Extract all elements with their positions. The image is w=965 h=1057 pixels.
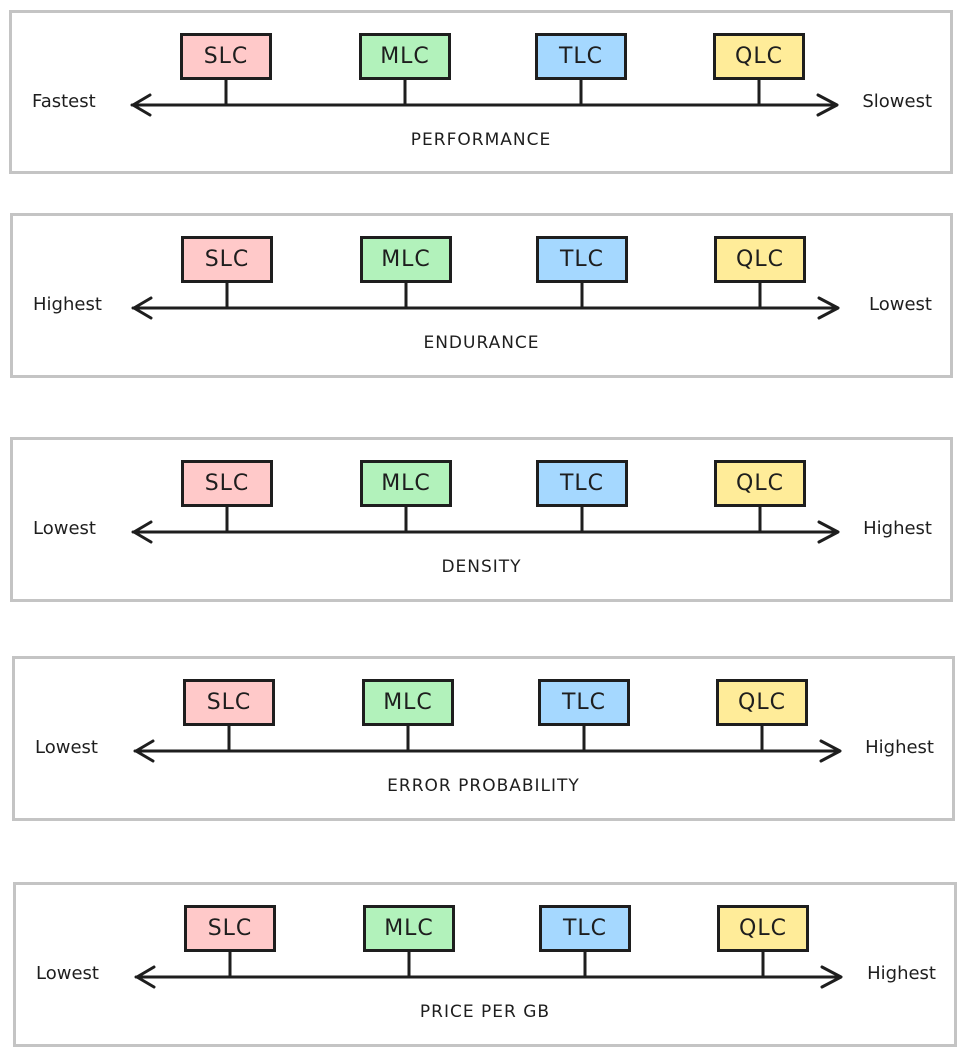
tlc-label: TLC [559, 471, 605, 496]
qlc-box: QLC [714, 460, 806, 507]
density-axis [131, 507, 840, 544]
scale-title: PRICE PER GB [419, 1002, 551, 1022]
mlc-label: MLC [381, 471, 431, 496]
qlc-box: QLC [717, 905, 809, 952]
tlc-label: TLC [559, 247, 605, 272]
tlc-label: TLC [562, 916, 608, 941]
scale-title: ENDURANCE [423, 333, 540, 353]
slc-label: SLC [204, 471, 250, 496]
tlc-box: TLC [539, 905, 631, 952]
density-scale-panel: SLC MLC TLC QLC Lowest Highest DENSITY [10, 437, 953, 602]
left-end-label: Lowest [33, 518, 96, 539]
qlc-label: QLC [738, 690, 786, 715]
left-arrowhead-icon [135, 965, 156, 989]
left-end-label: Fastest [32, 91, 96, 112]
price-per-gb-axis [134, 952, 843, 989]
mlc-label: MLC [383, 690, 433, 715]
right-arrowhead-icon [819, 739, 842, 763]
slc-label: SLC [203, 44, 249, 69]
qlc-box: QLC [713, 33, 805, 80]
left-end-label: Highest [33, 294, 102, 315]
right-end-label: Highest [863, 518, 932, 539]
qlc-label: QLC [736, 471, 784, 496]
mlc-box: MLC [360, 236, 452, 283]
mlc-label: MLC [384, 916, 434, 941]
error-probability-axis [133, 726, 842, 763]
mlc-box: MLC [362, 679, 454, 726]
left-arrowhead-icon [131, 93, 152, 117]
mlc-label: MLC [380, 44, 430, 69]
qlc-box: QLC [716, 679, 808, 726]
left-end-label: Lowest [35, 737, 98, 758]
left-arrowhead-icon [132, 520, 153, 544]
slc-label: SLC [206, 690, 252, 715]
qlc-label: QLC [739, 916, 787, 941]
tlc-label: TLC [558, 44, 604, 69]
endurance-scale-panel: SLC MLC TLC QLC Highest Lowest ENDURANCE [10, 213, 953, 378]
right-end-label: Highest [865, 737, 934, 758]
mlc-box: MLC [363, 905, 455, 952]
right-arrowhead-icon [816, 93, 839, 117]
right-end-label: Slowest [862, 91, 932, 112]
slc-box: SLC [184, 905, 276, 952]
slc-box: SLC [181, 236, 273, 283]
scale-title: DENSITY [441, 557, 522, 577]
slc-label: SLC [204, 247, 250, 272]
scale-title: PERFORMANCE [410, 130, 552, 150]
tlc-box: TLC [536, 236, 628, 283]
tlc-box: TLC [538, 679, 630, 726]
tlc-label: TLC [561, 690, 607, 715]
tlc-box: TLC [535, 33, 627, 80]
qlc-box: QLC [714, 236, 806, 283]
qlc-label: QLC [736, 247, 784, 272]
performance-scale-panel: SLC MLC TLC QLC Fastest Slowest PERFORMA… [9, 10, 953, 174]
left-end-label: Lowest [36, 963, 99, 984]
mlc-label: MLC [381, 247, 431, 272]
performance-axis [130, 80, 839, 117]
mlc-box: MLC [359, 33, 451, 80]
slc-box: SLC [183, 679, 275, 726]
left-arrowhead-icon [134, 739, 155, 763]
left-arrowhead-icon [132, 296, 153, 320]
mlc-box: MLC [360, 460, 452, 507]
right-arrowhead-icon [817, 520, 840, 544]
right-end-label: Highest [867, 963, 936, 984]
tlc-box: TLC [536, 460, 628, 507]
right-end-label: Lowest [869, 294, 932, 315]
scale-title: ERROR PROBABILITY [387, 776, 580, 796]
error-probability-scale-panel: SLC MLC TLC QLC Lowest Highest ERROR PRO… [12, 656, 955, 821]
qlc-label: QLC [735, 44, 783, 69]
slc-label: SLC [207, 916, 253, 941]
right-arrowhead-icon [817, 296, 840, 320]
endurance-axis [131, 283, 840, 320]
slc-box: SLC [180, 33, 272, 80]
right-arrowhead-icon [820, 965, 843, 989]
price-per-gb-scale-panel: SLC MLC TLC QLC Lowest Highest PRICE PER… [13, 882, 957, 1047]
slc-box: SLC [181, 460, 273, 507]
